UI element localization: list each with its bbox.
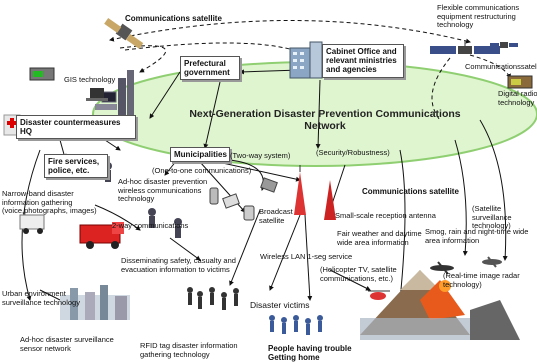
- realtime-radar-label: (Real-time image radar technology): [443, 271, 520, 289]
- satellite-icon-top: [104, 17, 144, 49]
- comm-sat-mid-label: Communications satellite: [362, 187, 459, 196]
- prefectural-box: Prefectural government: [180, 56, 240, 81]
- handheld-devices-icon: [209, 177, 278, 221]
- fair-weather-label: Fair weather and daytime wide area infor…: [337, 229, 422, 247]
- satellite-surveillance-label: (Satellite surveillance technology): [472, 204, 512, 231]
- radio-equipment-icon-left: [29, 67, 55, 81]
- broadcast-sat-label: Broadcast satellite: [259, 207, 293, 225]
- victims-label: Disaster victims: [250, 300, 310, 310]
- fire-box: Fire services, police, etc.: [44, 154, 108, 179]
- trouble-label: People having trouble Getting home: [268, 344, 352, 362]
- one-to-one-label: (One-to-one communications): [152, 166, 252, 175]
- municipalities-box: Municipalities: [170, 147, 230, 163]
- wireless-lan-label: Wireless LAN 1-seg service: [260, 252, 353, 261]
- helicopter-icon: [368, 290, 390, 300]
- urban-sensor-city-icon: [60, 285, 130, 320]
- hq-box: Disaster countermeasures HQ: [16, 115, 136, 140]
- gis-laptop-icon: [86, 88, 108, 101]
- cabinet-box: Cabinet Office and relevant ministries a…: [322, 44, 404, 78]
- digital-radio-label: Digital radio technology: [498, 89, 537, 107]
- gis-label: GIS technology: [64, 75, 116, 84]
- narrowband-label: Narrow-band disaster information gatheri…: [2, 189, 97, 216]
- security-label: (Security/Robustness): [316, 148, 390, 157]
- radio-equipment-icon-right: [507, 75, 533, 89]
- smog-label: Smog, rain and night-time wide area info…: [425, 227, 529, 245]
- two-way-system-label: (Two-way system): [230, 151, 291, 160]
- victims-crowd-icon: [187, 287, 239, 310]
- disseminating-label: Disseminating safety, casualty and evacu…: [121, 256, 236, 274]
- broadcast-tower-icon: [294, 165, 336, 220]
- satellite-icon-right: [430, 40, 500, 54]
- small-scale-label: Small-scale reception antenna: [335, 211, 436, 220]
- flexible-tech-label: Flexible communications equipment restru…: [437, 3, 520, 30]
- building-icon-cabinet: [289, 41, 323, 79]
- comm-sat-top-label: Communications satellite: [125, 14, 222, 23]
- ambulance-icon: [19, 214, 45, 234]
- urban-env-label: Urban environment surveillance technolog…: [2, 289, 80, 307]
- fire-truck-icon: [79, 222, 124, 249]
- helicopter-label: (Helicopter TV, satellite communications…: [320, 265, 397, 283]
- rfid-label: RFID tag disaster information gathering …: [140, 341, 238, 359]
- people-trouble-icon: [269, 315, 323, 335]
- two-way-comm-label: 2-way communications: [112, 221, 189, 230]
- network-title: Next-Generation Disaster Prevention Comm…: [189, 108, 461, 132]
- satellite-icon-small-right: [490, 42, 518, 48]
- adhoc-wireless-label: Ad-hoc disaster prevention wireless comm…: [118, 177, 208, 204]
- radar-plane-icon: [430, 261, 454, 275]
- disaster-scene-icon: [360, 270, 520, 340]
- adhoc-sensor-label: Ad-hoc disaster surveillance sensor netw…: [20, 335, 114, 353]
- satellite-plane-icon: [482, 256, 502, 268]
